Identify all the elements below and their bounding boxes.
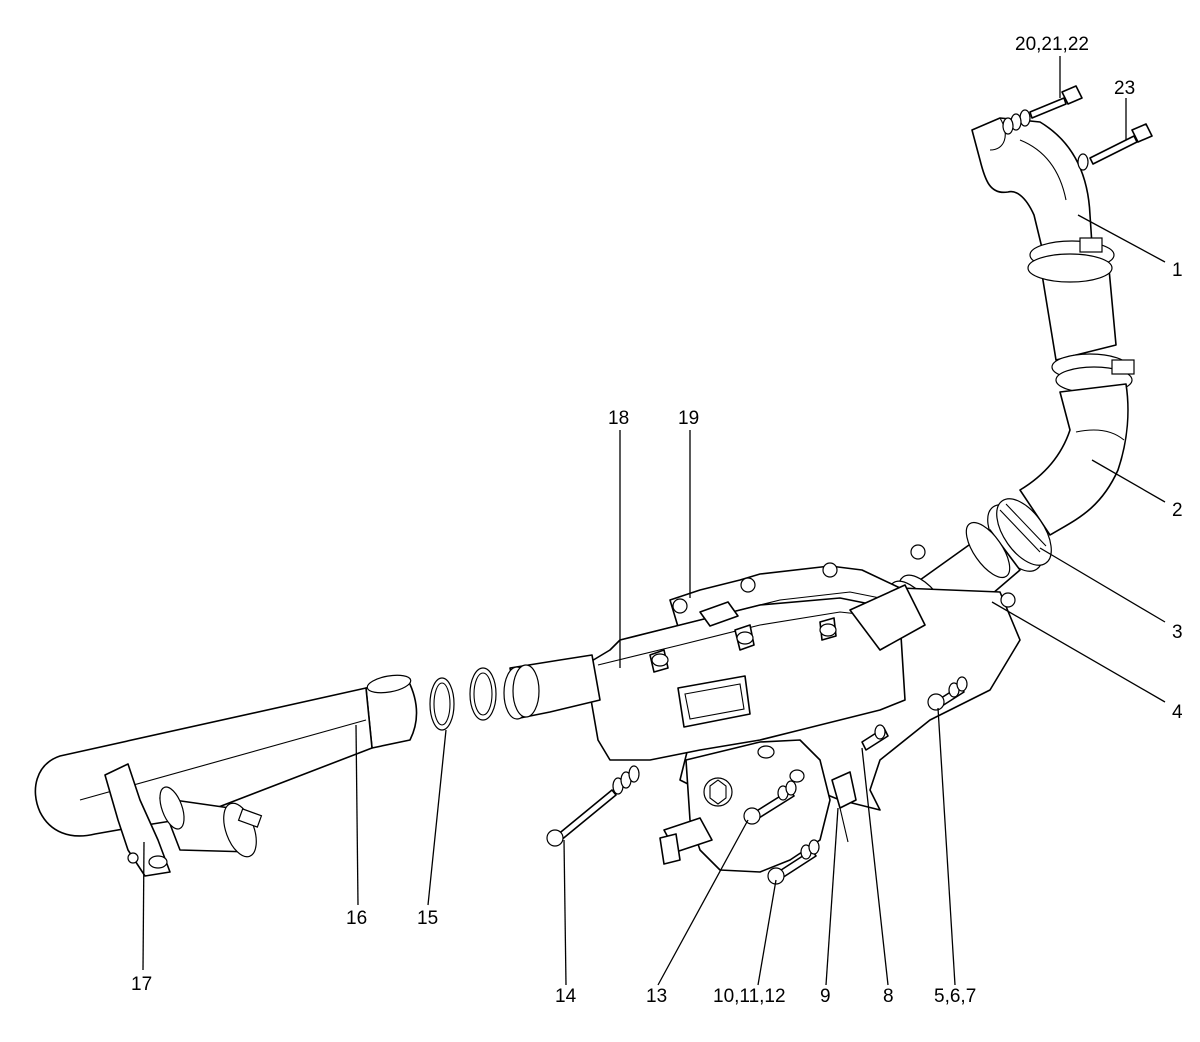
callout-4: 4 xyxy=(1172,702,1183,723)
part-15-o-rings xyxy=(429,667,497,731)
callout-16: 16 xyxy=(346,908,367,929)
part-17-bracket xyxy=(104,763,263,877)
lower-housing xyxy=(659,739,831,873)
callout-14: 14 xyxy=(555,986,577,1007)
part-2-elbow xyxy=(1019,383,1129,536)
callout-9: 9 xyxy=(820,986,831,1007)
callout-2: 2 xyxy=(1172,500,1183,521)
leader-lines xyxy=(142,56,1166,986)
leader-5 xyxy=(937,707,956,986)
leader-4 xyxy=(991,601,1166,703)
part-14-long-bolt xyxy=(546,765,640,847)
leader-15 xyxy=(427,729,447,906)
leader-3 xyxy=(1039,547,1166,623)
part-10-11-12-bolt xyxy=(767,839,820,885)
callout-19: 19 xyxy=(678,408,699,429)
part-9-fitting xyxy=(831,771,857,843)
callout-18: 18 xyxy=(608,408,629,429)
callout-8: 8 xyxy=(883,986,894,1007)
callout-labels: 1 2 3 4 5,6,7 8 9 10,11,12 13 14 15 16 1… xyxy=(131,34,1183,1007)
callout-13: 13 xyxy=(646,986,667,1007)
leader-16 xyxy=(355,724,359,906)
bolt-23 xyxy=(1077,123,1153,171)
part-5-6-7-bolt xyxy=(927,676,968,711)
leader-13 xyxy=(657,819,749,986)
leader-10 xyxy=(757,879,777,986)
callout-23: 23 xyxy=(1114,78,1135,99)
callout-17: 17 xyxy=(131,974,152,995)
leader-9 xyxy=(825,807,839,986)
hose-upper xyxy=(1027,237,1135,394)
inlet-spigot xyxy=(503,654,601,720)
callout-5-6-7: 5,6,7 xyxy=(934,986,976,1007)
callout-20-21-22: 20,21,22 xyxy=(1015,34,1089,55)
leader-14 xyxy=(563,839,567,986)
part-1-pipe-elbow xyxy=(971,117,1093,249)
part-8-plug xyxy=(861,724,889,751)
leader-2 xyxy=(1091,459,1166,503)
bolt-20-21-22 xyxy=(1002,85,1083,135)
callout-1: 1 xyxy=(1172,260,1183,281)
callout-3: 3 xyxy=(1172,622,1183,643)
leader-17 xyxy=(142,841,145,971)
leader-1 xyxy=(1077,214,1166,263)
callout-15: 15 xyxy=(417,908,438,929)
callout-10-11-12: 10,11,12 xyxy=(713,986,786,1007)
leader-8 xyxy=(861,747,889,986)
part-3-clamp xyxy=(987,498,1052,572)
